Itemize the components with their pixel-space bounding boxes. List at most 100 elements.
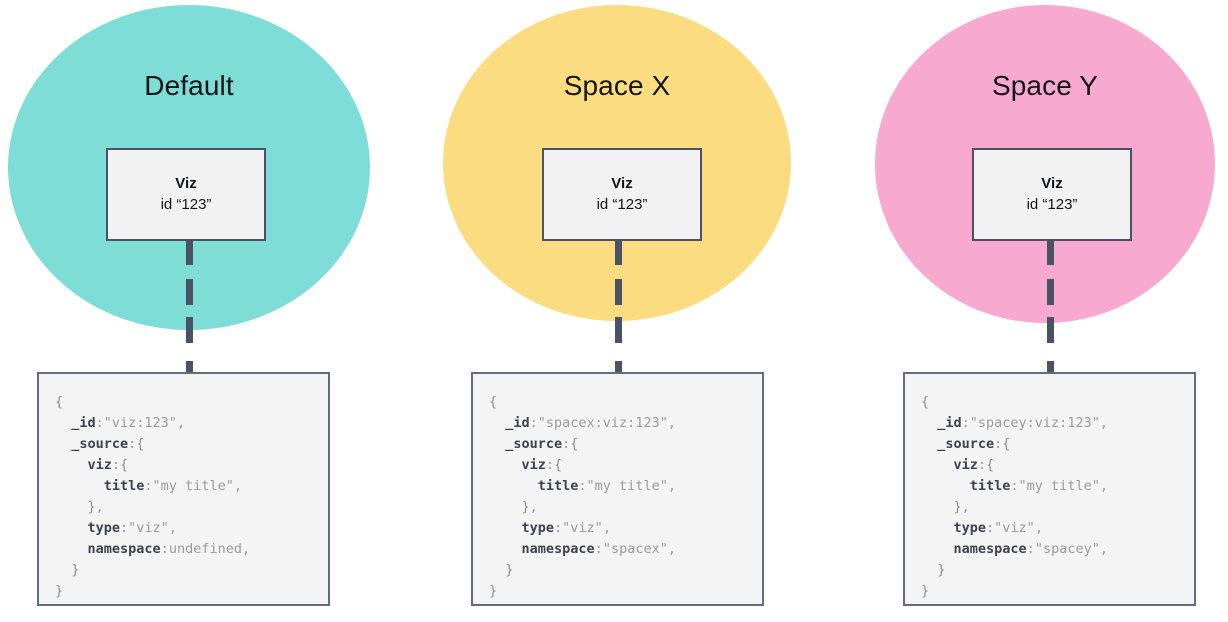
code-token-key: title: [489, 478, 579, 494]
code-token-key: _id: [489, 415, 530, 431]
code-token-key: type: [55, 520, 121, 536]
code-token-punc: :: [554, 520, 563, 536]
code-token-key: namespace: [921, 541, 1027, 557]
code-token-brace: {: [489, 394, 498, 410]
code-token-val: "my title": [1018, 478, 1100, 494]
code-line: },: [489, 497, 746, 518]
code-line: viz:{: [921, 455, 1178, 476]
connector-dash-icon: [615, 279, 622, 305]
viz-node-id-default: id “123”: [160, 196, 212, 213]
code-token-punc: ,: [1099, 478, 1108, 494]
code-line: }: [489, 581, 746, 602]
code-token-val: "viz": [128, 520, 169, 536]
viz-node-title-spacey: Viz: [1041, 175, 1063, 192]
code-token-key: _source: [921, 436, 995, 452]
space-title-spacey: Space Y: [991, 70, 1099, 101]
code-token-key: title: [55, 478, 145, 494]
code-token-val: "viz:123": [103, 415, 177, 431]
code-token-key: _id: [55, 415, 96, 431]
code-line: }: [55, 581, 312, 602]
code-token-punc: ,: [1099, 415, 1108, 431]
code-token-val: "spacey:viz:123": [969, 415, 1100, 431]
code-token-brace: }: [489, 583, 498, 599]
code-token-brace: }: [921, 562, 946, 578]
code-token-brace: {: [921, 394, 930, 410]
code-token-brace: {: [55, 394, 64, 410]
connector-dash-icon: [186, 279, 193, 305]
code-token-brace: }: [55, 562, 80, 578]
code-token-punc: ,: [1099, 541, 1108, 557]
connector-dash-icon: [1047, 279, 1054, 305]
code-token-punc: :: [578, 478, 587, 494]
code-line: },: [921, 497, 1178, 518]
code-token-key: namespace: [55, 541, 161, 557]
connector-dash-icon: [186, 361, 193, 373]
code-token-val: "my title": [152, 478, 234, 494]
viz-node-title-default: Viz: [175, 175, 197, 192]
code-token-punc: :: [144, 478, 153, 494]
code-line: viz:{: [55, 455, 312, 476]
code-token-key: _id: [921, 415, 962, 431]
code-token-punc: ,: [168, 520, 177, 536]
code-line: }: [921, 581, 1178, 602]
code-line: title:"my title",: [921, 476, 1178, 497]
code-token-key: _source: [55, 436, 129, 452]
code-token-brace: }: [489, 562, 514, 578]
code-token-brace: }: [921, 583, 930, 599]
code-token-brace: {: [136, 436, 145, 452]
connector-dash-icon: [615, 361, 622, 373]
code-token-key: _source: [489, 436, 563, 452]
connector-dash-icon: [186, 317, 193, 343]
code-line: },: [55, 497, 312, 518]
connector-dash-icon: [615, 241, 622, 265]
code-token-punc: :: [986, 520, 995, 536]
connector-spacey: [1047, 241, 1054, 373]
code-line: title:"my title",: [55, 476, 312, 497]
code-token-punc: ,: [529, 499, 538, 515]
code-token-key: type: [921, 520, 987, 536]
code-token-key: title: [921, 478, 1011, 494]
code-line: _source:{: [921, 434, 1178, 455]
document-json-default: { _id:"viz:123", _source:{ viz:{ title:"…: [55, 392, 312, 602]
code-token-punc: :: [95, 415, 104, 431]
document-json-spacex: { _id:"spacex:viz:123", _source:{ viz:{ …: [489, 392, 746, 602]
code-line: _id:"spacex:viz:123",: [489, 413, 746, 434]
code-token-punc: :: [545, 457, 555, 473]
code-token-punc: ,: [667, 478, 676, 494]
code-line: _id:"spacey:viz:123",: [921, 413, 1178, 434]
code-token-brace: }: [55, 583, 64, 599]
code-token-punc: :: [1026, 541, 1035, 557]
document-code-panel-default: { _id:"viz:123", _source:{ viz:{ title:"…: [37, 372, 330, 606]
code-token-val: "spacex:viz:123": [537, 415, 668, 431]
viz-node-title-spacex: Viz: [611, 175, 633, 192]
connector-dash-icon: [615, 317, 622, 343]
code-token-punc: ,: [176, 415, 186, 431]
code-token-key: viz: [489, 457, 546, 473]
code-line: {: [55, 392, 312, 413]
code-token-val: "my title": [586, 478, 668, 494]
code-token-val: undefined: [168, 541, 242, 557]
code-token-brace: {: [120, 457, 129, 473]
viz-node-id-spacey: id “123”: [1026, 196, 1078, 213]
code-token-punc: :: [961, 415, 970, 431]
code-token-brace: {: [554, 457, 563, 473]
code-token-val: "viz": [994, 520, 1035, 536]
code-token-brace: }: [55, 499, 96, 515]
code-token-punc: :: [120, 520, 129, 536]
code-token-punc: ,: [667, 541, 676, 557]
code-token-punc: ,: [233, 478, 242, 494]
code-line: namespace:undefined,: [55, 539, 312, 560]
code-token-punc: ,: [95, 499, 104, 515]
code-line: viz:{: [489, 455, 746, 476]
code-token-punc: :: [111, 457, 121, 473]
code-line: _id:"viz:123",: [55, 413, 312, 434]
code-line: {: [489, 392, 746, 413]
connector-dash-icon: [186, 241, 193, 265]
code-token-key: type: [489, 520, 555, 536]
code-token-brace: }: [489, 499, 530, 515]
code-token-val: "spacex": [602, 541, 668, 557]
code-token-punc: ,: [602, 520, 611, 536]
code-token-brace: {: [986, 457, 995, 473]
